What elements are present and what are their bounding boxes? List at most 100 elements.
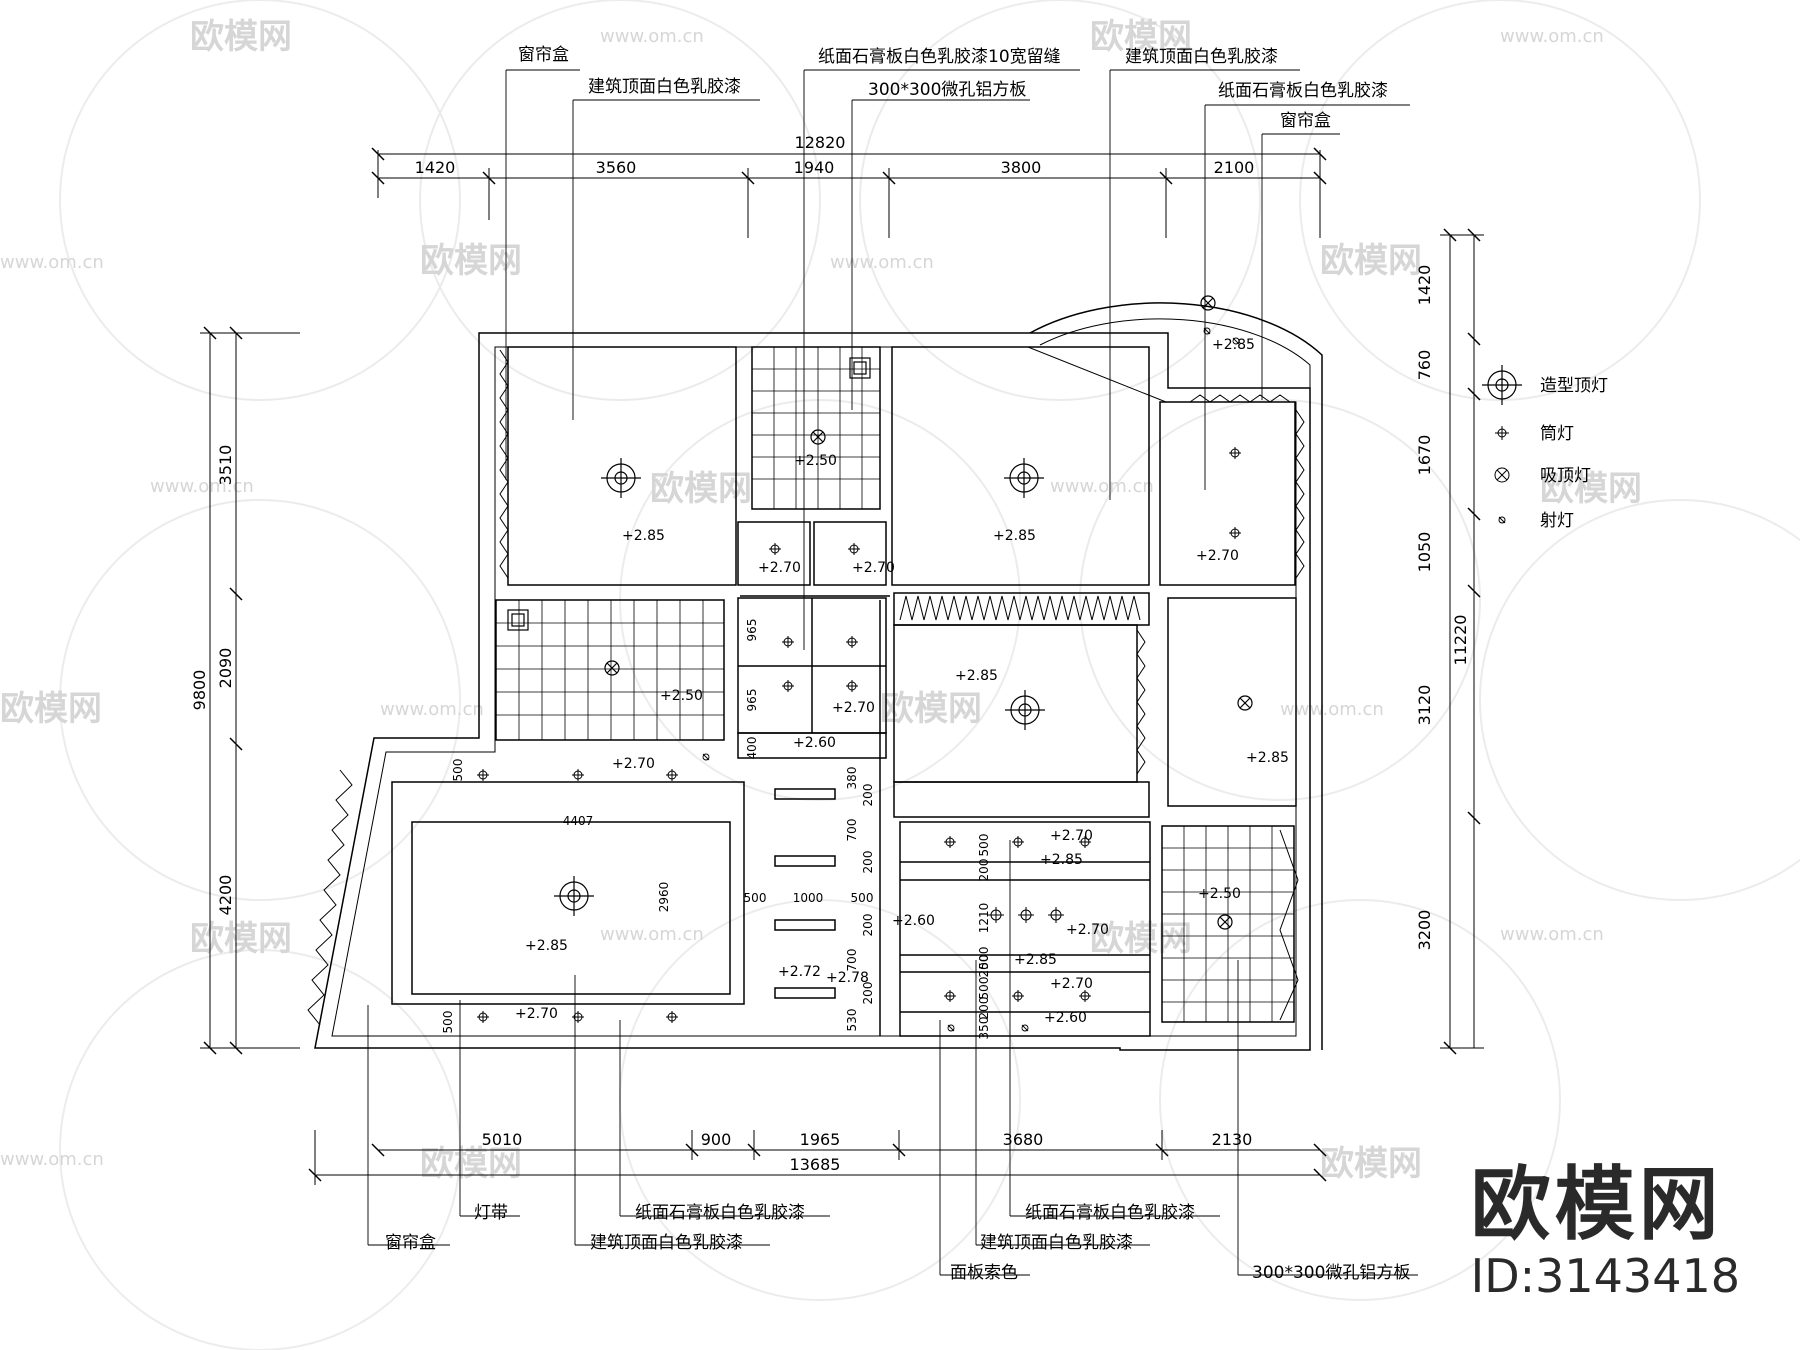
balcony-diagonal [1279,829,1299,1021]
dim-right-2: 760 [1415,350,1434,381]
annotation-label: 300*300微孔铝方板 [868,80,1026,100]
watermark-text: 欧模网 [420,1144,522,1184]
dim-bottom-total: 13685 [790,1155,841,1174]
living-inner-ceiling [411,821,731,995]
annotation-label: 纸面石膏板白色乳胶漆 [1218,80,1388,101]
dim-inner: 400 [745,737,759,760]
access-panel-icon [853,361,867,375]
ceiling-light-icon [1217,914,1233,930]
elevation-label: +2.85 [1212,337,1255,353]
annotation-label: 窗帘盒 [385,1233,436,1253]
dim-top-5: 2100 [1214,158,1255,177]
annotation-label: 300*300微孔铝方板 [1252,1263,1410,1283]
feature-ceiling-light-icon [1004,458,1044,498]
room-corridor-b [813,521,887,586]
access-panel-icon [507,609,529,631]
dimension-ticks [203,147,1481,1182]
watermark-url: www.om.cn [830,252,934,273]
downlight-icon [1495,426,1509,440]
access-panel-icon [849,357,871,379]
room-dining [899,821,1151,1037]
dim-inner: 200 [977,859,991,882]
elevation-labels: +2.85 +2.50 +2.85 +2.85 +2.70 +2.70 +2.7… [515,337,1289,1026]
elevation-label: +2.70 [612,756,655,772]
dim-inner: 1210 [977,903,991,934]
dim-inner: 200 [977,997,991,1020]
study-lower-band [893,781,1150,818]
elevation-label: +2.70 [758,560,801,576]
dim-top-2: 3560 [596,158,637,177]
curtain-left [499,349,509,579]
curtain-right-upper [1295,409,1305,579]
annotation-label: 纸面石膏板白色乳胶漆 [635,1202,805,1223]
dim-bottom-2: 900 [701,1130,732,1149]
watermark-text: 欧模网 [420,241,522,281]
annotation-leaders [367,69,1418,1276]
dim-top-total: 12820 [795,133,846,152]
feature-ceiling-light-icon [1005,690,1045,730]
annotation-label: 窗帘盒 [1280,111,1331,131]
tile-grid-kitchen [496,600,724,740]
legend-label: 吸顶灯 [1540,466,1591,486]
dim-inner: 965 [745,689,759,712]
dim-top-1: 1420 [415,158,456,177]
ceiling-light-icon [1494,467,1510,483]
room-bath-top [751,346,881,510]
watermark-url: www.om.cn [380,699,484,720]
dim-left-total: 9800 [190,670,209,711]
annotation-label: 建筑顶面白色乳胶漆 [1125,47,1278,67]
access-panel-icon [511,613,525,627]
ceiling-light-icon [1237,695,1253,711]
dim-inner: 200 [861,784,875,807]
dim-inner: 500 [977,947,991,970]
floor-plan [314,302,1323,1051]
elevation-label: +2.70 [852,560,895,576]
spotlights [702,327,1240,1032]
dim-right-4: 1050 [1415,532,1434,573]
elevation-label: +2.70 [1066,922,1109,938]
watermark-text: 欧模网 [1320,1144,1422,1184]
elevation-label: +2.70 [832,700,875,716]
watermark-text: 欧模网 [1090,17,1192,57]
dim-left-2: 2090 [216,648,235,689]
watermark-url-layer: www.om.cn www.om.cn www.om.cn www.om.cn … [0,26,1604,1170]
dim-inner: 200 [861,914,875,937]
annotation-label: 建筑顶面白色乳胶漆 [588,77,741,97]
cabinet-4 [774,987,836,999]
watermark-text: 欧模网 [880,689,982,729]
tile-grid-bath-top [752,347,880,509]
room-bedroom-mid [891,346,1150,586]
watermark-url: www.om.cn [1500,26,1604,47]
elevation-label: +2.70 [515,1006,558,1022]
dim-inner: 2960 [657,882,671,913]
elevation-label: +2.85 [1040,852,1083,868]
dim-top-4: 3800 [1001,158,1042,177]
inner-dimension-labels: 4407 2960 500 500 965 965 400 380 200 70… [441,619,991,1040]
annotation-label: 建筑顶面白色乳胶漆 [980,1233,1133,1253]
dim-inner: 500 [451,759,465,782]
watermark-text: 欧模网 [1090,919,1192,959]
dim-top-3: 1940 [794,158,835,177]
watermark-text: 欧模网 [190,17,292,57]
watermark-url: www.om.cn [600,26,704,47]
cabinet-3 [774,919,836,931]
annotation-label: 纸面石膏板白色乳胶漆 [1025,1202,1195,1223]
brand-logo: 欧模网 [1470,1158,1723,1251]
annotation-label: 面板索色 [950,1263,1018,1283]
brand-block: 欧模网 ID:3143418 [1470,1158,1740,1300]
watermark-url: www.om.cn [600,924,704,945]
curtain-top-right [1189,394,1291,403]
room-living [391,781,745,1005]
dim-bottom-1: 5010 [482,1130,523,1149]
dim-bottom-4: 3680 [1003,1130,1044,1149]
room-hall-lower [737,732,887,759]
elevation-label: +2.85 [525,938,568,954]
legend-label: 筒灯 [1540,424,1574,444]
dim-inner: 700 [845,819,859,842]
lights [477,295,1253,1032]
ceiling-light-icon [1200,295,1216,311]
annotation-label: 灯带 [474,1203,508,1223]
elevation-label: +2.50 [1198,886,1241,902]
room-bedroom-left [507,346,737,586]
